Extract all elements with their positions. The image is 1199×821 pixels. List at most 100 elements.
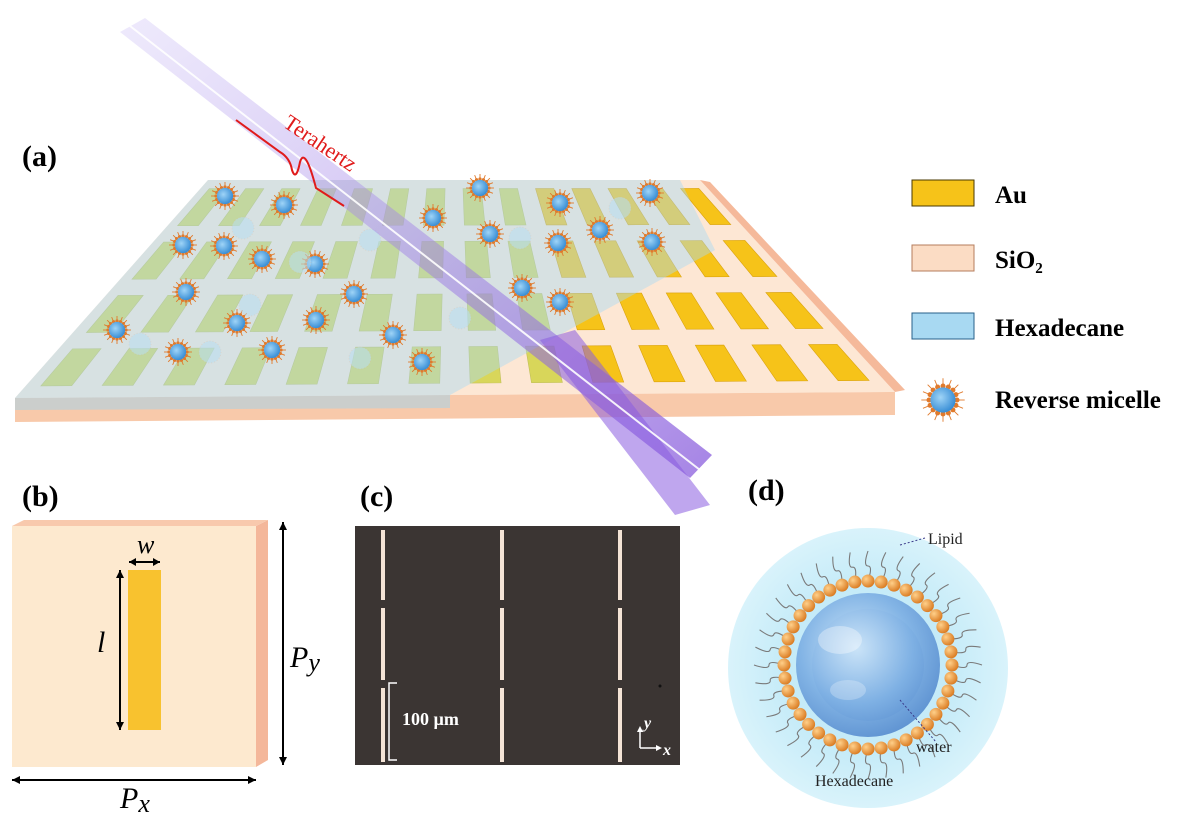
terahertz-beam-axis bbox=[129, 25, 701, 471]
reverse-micelle-group bbox=[103, 174, 666, 376]
lipid-head bbox=[793, 609, 807, 623]
submerged-micelle bbox=[608, 196, 632, 220]
axis-y-label: y bbox=[642, 715, 652, 732]
lipid-tail bbox=[942, 702, 970, 718]
hexadecane-label: Hexadecane bbox=[815, 773, 893, 790]
micelle-head bbox=[558, 192, 562, 196]
micelle-head bbox=[222, 253, 226, 257]
micelle-head bbox=[488, 223, 492, 227]
reverse-micelle bbox=[340, 280, 368, 308]
micelle-core bbox=[169, 343, 187, 361]
lipid-head bbox=[823, 733, 837, 747]
hexadecane-layer-edge bbox=[15, 395, 450, 410]
legend-swatch-hexadecane bbox=[911, 312, 975, 340]
micelle-head bbox=[184, 281, 188, 285]
micelle-head bbox=[469, 186, 473, 190]
micrograph-resonator bbox=[618, 530, 622, 600]
micelle-head bbox=[567, 201, 571, 205]
lipid-tail bbox=[759, 629, 789, 640]
lipid-tail bbox=[935, 597, 961, 617]
lipid-head bbox=[929, 707, 943, 721]
lipid-head bbox=[777, 658, 791, 672]
resonator-bar bbox=[322, 241, 358, 279]
micelle-head bbox=[391, 324, 395, 328]
lipid-tail bbox=[893, 556, 904, 586]
micrograph-resonator bbox=[381, 688, 385, 762]
micelle-core bbox=[345, 285, 363, 303]
micelle-head bbox=[431, 225, 435, 229]
resonator-bar bbox=[807, 344, 870, 381]
micelle-core bbox=[177, 283, 195, 301]
period-y-symbol: Py bbox=[289, 641, 320, 677]
micelle-head bbox=[648, 182, 652, 186]
lipid-head bbox=[944, 671, 958, 685]
length-arrow-head-top bbox=[116, 570, 124, 578]
lipid-head bbox=[944, 645, 958, 659]
micelle-head bbox=[323, 318, 327, 322]
micelle-core bbox=[549, 234, 567, 252]
lipid-tail bbox=[947, 690, 977, 701]
micelle-head bbox=[659, 240, 663, 244]
micelle-head bbox=[549, 300, 553, 304]
lipid-tail bbox=[786, 584, 810, 606]
micelle-head bbox=[478, 177, 482, 181]
legend-swatch-sio2 bbox=[911, 244, 975, 272]
lipid-head bbox=[929, 609, 943, 623]
micelle-core bbox=[591, 221, 609, 239]
panel-a: (a) Terahertz Au SiO₂ bbox=[15, 18, 1161, 515]
lipid-tail bbox=[775, 597, 801, 616]
lipid-head bbox=[936, 620, 950, 634]
resonator-bar bbox=[285, 347, 328, 385]
micrograph-resonator bbox=[381, 608, 385, 680]
micelle-head bbox=[556, 232, 560, 236]
lipid-tail bbox=[916, 732, 936, 758]
reverse-micelle bbox=[270, 191, 298, 219]
micrograph-resonator bbox=[500, 530, 504, 600]
lipid-head bbox=[920, 599, 934, 613]
reverse-micelle bbox=[419, 204, 447, 232]
resonator-bar bbox=[679, 188, 732, 225]
lipid-head bbox=[781, 632, 795, 646]
lipid-head bbox=[812, 726, 826, 740]
reverse-micelle bbox=[164, 338, 192, 366]
lipid-head bbox=[848, 741, 862, 755]
reverse-micelle bbox=[636, 179, 664, 207]
lipid-tail bbox=[947, 629, 977, 640]
micelle-head bbox=[251, 257, 255, 261]
lipid-head bbox=[802, 717, 816, 731]
micelle-head bbox=[478, 195, 482, 199]
legend-label-reverse-micelle: Reverse micelle bbox=[995, 387, 1161, 414]
micelle-core bbox=[228, 314, 246, 332]
reverse-micelle bbox=[210, 232, 238, 260]
reverse-micelle bbox=[103, 316, 131, 344]
lipid-head bbox=[812, 590, 826, 604]
micelle-head bbox=[431, 207, 435, 211]
micrograph-resonator bbox=[500, 688, 504, 762]
panel-d: (d) Lipid water Hexadecane bbox=[728, 474, 1008, 808]
length-arrow-head-bottom bbox=[116, 722, 124, 730]
micelle-head bbox=[440, 216, 444, 220]
lipid-tail bbox=[880, 552, 887, 583]
micelle-head bbox=[589, 228, 593, 232]
micelle-head bbox=[598, 219, 602, 223]
micelle-head bbox=[115, 337, 119, 341]
micelle-head bbox=[181, 234, 185, 238]
legend-micelle-glyph bbox=[921, 378, 965, 422]
micelle-head bbox=[420, 351, 424, 355]
debris-spot bbox=[658, 684, 662, 688]
period-x-arrow-head-right bbox=[248, 776, 256, 784]
micelle-core bbox=[930, 387, 956, 413]
legend-label-hexadecane: Hexadecane bbox=[995, 315, 1124, 342]
reverse-micelle bbox=[466, 174, 494, 202]
micelle-head bbox=[520, 295, 524, 299]
reverse-micelle bbox=[546, 288, 574, 316]
lipid-tail bbox=[917, 572, 936, 598]
micelle-head bbox=[558, 309, 562, 313]
micelle-core bbox=[215, 237, 233, 255]
panel-d-label: (d) bbox=[748, 474, 785, 507]
reverse-micelle bbox=[379, 321, 407, 349]
lipid-head bbox=[786, 696, 800, 710]
submerged-micelle bbox=[231, 216, 255, 240]
micelle-core bbox=[551, 194, 569, 212]
